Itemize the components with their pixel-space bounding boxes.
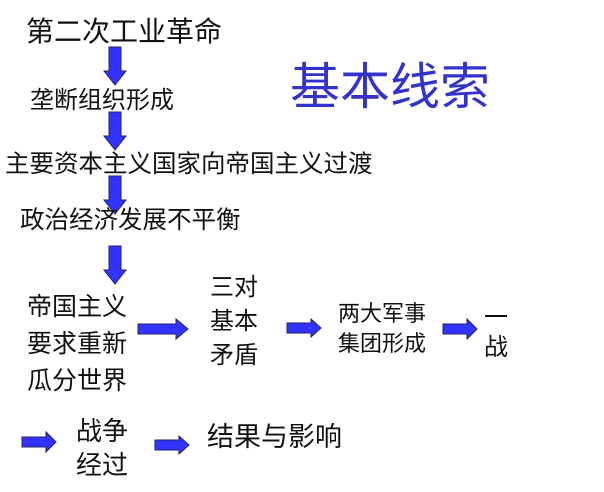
arrow-right-icon <box>21 430 57 454</box>
step-world-war-one: 一 战 <box>484 303 508 361</box>
step-transition-to-imperialism: 主要资本主义国家向帝国主义过渡 <box>5 149 373 178</box>
step-redivide-world: 帝国主义 要求重新 瓜分世界 <box>27 292 128 395</box>
step-uneven-development: 政治经济发展不平衡 <box>20 205 241 234</box>
slide-title: 基本线索 <box>290 58 490 116</box>
step-military-blocs: 两大军事 集团形成 <box>338 302 427 357</box>
step-monopoly-formation: 垄断组织形成 <box>30 86 174 114</box>
arrow-down-icon <box>102 46 128 86</box>
step-second-industrial-revolution: 第二次工业革命 <box>26 15 223 48</box>
step-war-course: 战争 经过 <box>76 417 129 481</box>
arrow-right-icon <box>137 317 189 341</box>
arrow-down-icon <box>102 245 128 285</box>
arrow-right-icon <box>286 317 322 339</box>
arrow-right-icon <box>442 317 478 341</box>
arrow-right-icon <box>154 434 190 456</box>
arrow-down-icon <box>102 175 128 215</box>
step-three-contradictions: 三对 基本 矛盾 <box>210 273 258 369</box>
step-results-and-impact: 结果与影响 <box>207 422 342 453</box>
arrow-down-icon <box>102 111 128 151</box>
